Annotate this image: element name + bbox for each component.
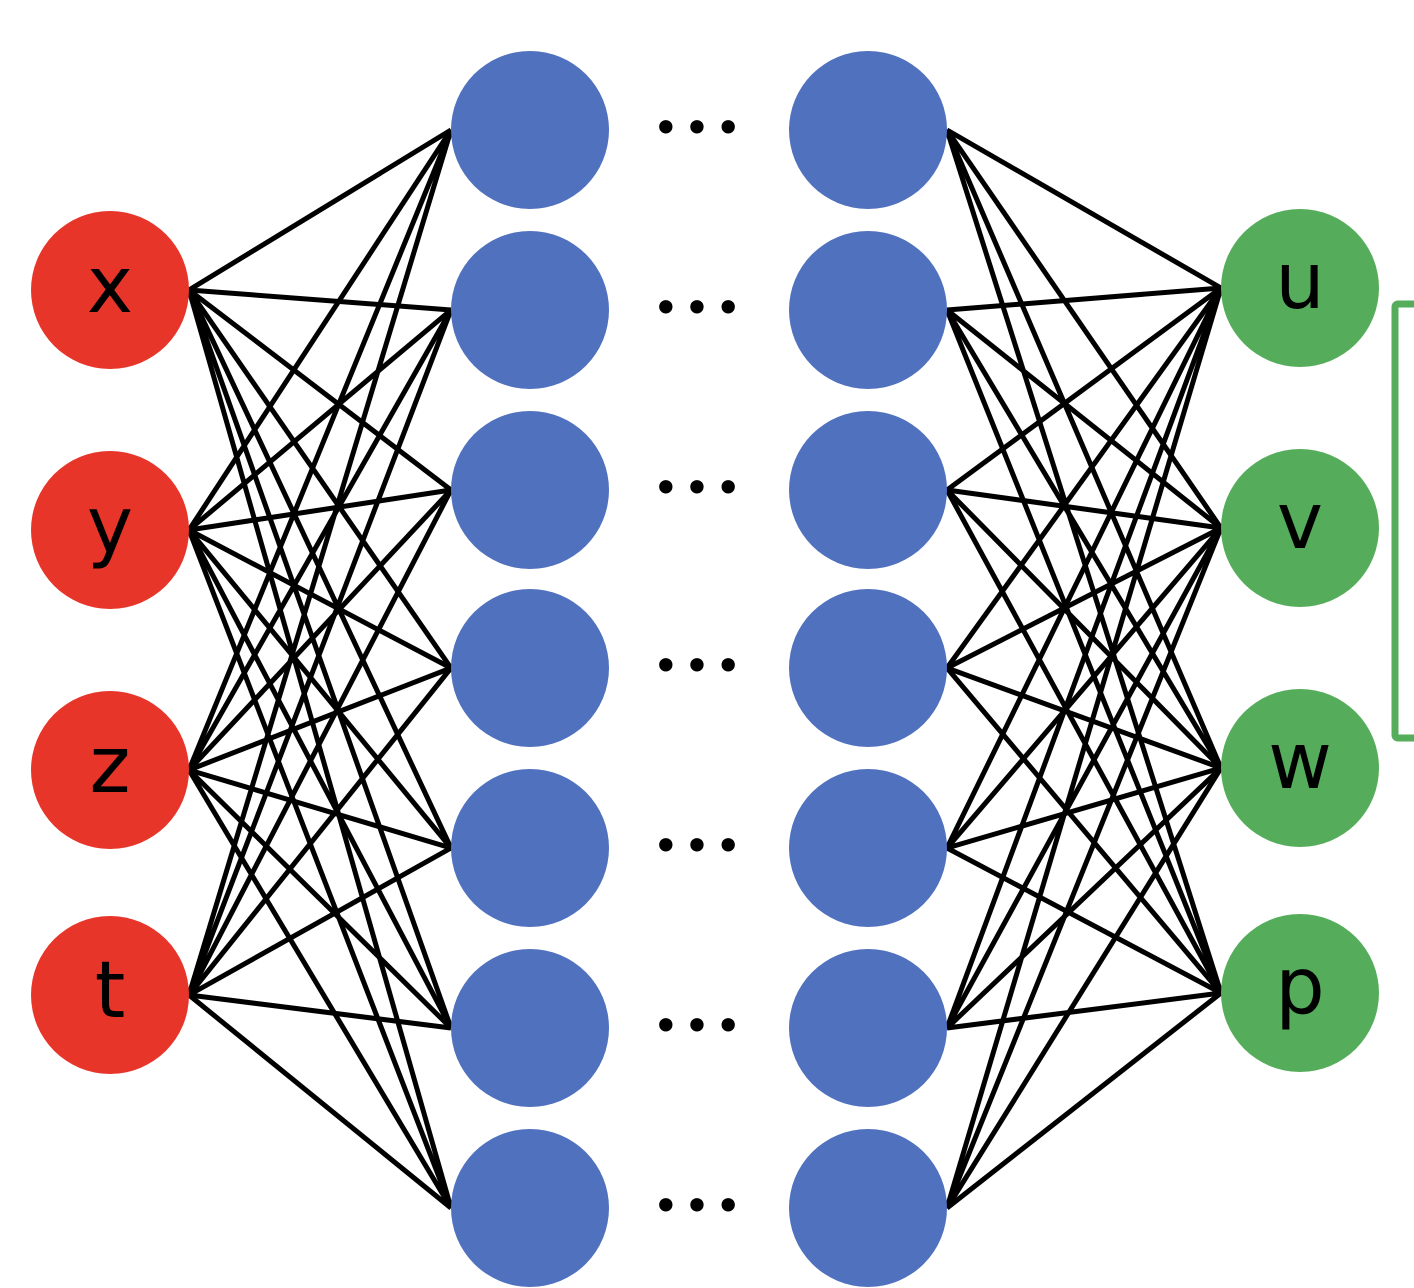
edge-input-1-hidden-5: [186, 528, 454, 1030]
output-node-label: p: [1275, 942, 1325, 1032]
edge-input-0-hidden-2: [187, 288, 453, 492]
edge-hidden-3-output-0: [944, 286, 1224, 670]
edge-input-1-hidden-6: [186, 529, 454, 1209]
edge-input-0-hidden-0: [187, 127, 453, 293]
edge-hidden-4-output-2: [946, 765, 1222, 851]
edge-hidden-2-output-0: [945, 285, 1223, 493]
hidden-node-layer2-6: [789, 1129, 947, 1287]
edge-input-2-hidden-5: [187, 768, 453, 1030]
input-node-label: z: [90, 721, 131, 811]
input-node-t: t: [31, 916, 189, 1074]
edge-hidden-5-output-1: [944, 526, 1224, 1030]
edge-input-1-hidden-3: [187, 527, 453, 671]
hidden-node-layer1-0: [451, 51, 609, 209]
edge-hidden-6-output-2: [944, 766, 1224, 1210]
input-node-label: x: [87, 241, 133, 331]
edge-input-0-hidden-3: [186, 288, 454, 670]
hidden-node-layer1-6: [451, 1129, 609, 1287]
edge-input-1-hidden-1: [187, 308, 453, 532]
edge-input-0-hidden-1: [188, 287, 452, 313]
edge-hidden-6-output-0: [944, 287, 1224, 1209]
edge-hidden-3-output-1: [945, 525, 1223, 671]
edge-hidden-6-output-3: [945, 991, 1223, 1210]
ellipsis: •••: [652, 281, 745, 335]
ellipsis: •••: [652, 999, 745, 1053]
hidden-node-layer1-2: [451, 411, 609, 569]
edge-hidden-4-output-0: [944, 286, 1224, 850]
edge-hidden-3-output-3: [945, 666, 1223, 995]
input-node-label: y: [87, 481, 133, 571]
edge-input-3-hidden-0: [186, 129, 454, 996]
output-node-w: w: [1221, 689, 1379, 847]
edge-input-1-hidden-2: [188, 487, 452, 533]
edge-hidden-6-output-1: [944, 527, 1224, 1209]
output-node-label: w: [1268, 717, 1332, 807]
edge-input-2-hidden-4: [188, 767, 452, 851]
ellipsis: •••: [652, 101, 745, 155]
edge-hidden-5-output-3: [946, 990, 1222, 1031]
output-node-label: v: [1277, 477, 1323, 567]
output-node-p: p: [1221, 914, 1379, 1072]
edge-hidden-0-output-2: [944, 129, 1224, 769]
ellipsis: •••: [652, 639, 745, 693]
edge-hidden-1-output-2: [944, 308, 1224, 770]
output-node-label: u: [1275, 237, 1324, 327]
ellipsis: •••: [652, 819, 745, 873]
edge-input-3-hidden-4: [187, 845, 453, 998]
hidden-node-layer1-5: [451, 949, 609, 1107]
output-node-v: v: [1221, 449, 1379, 607]
edge-input-3-hidden-5: [188, 992, 452, 1031]
edge-hidden-0-output-0: [945, 127, 1223, 291]
hidden-node-layer2-0: [789, 51, 947, 209]
hidden-node-layer1-1: [451, 231, 609, 389]
edge-input-2-hidden-3: [188, 665, 452, 773]
edge-input-2-hidden-0: [186, 129, 454, 771]
input-node-label: t: [95, 946, 126, 1036]
hidden-node-layer2-2: [789, 411, 947, 569]
edge-input-1-hidden-0: [186, 128, 454, 532]
edge-hidden-2-output-2: [945, 488, 1223, 770]
edge-input-3-hidden-6: [187, 993, 453, 1210]
hidden-node-layer1-4: [451, 769, 609, 927]
ellipsis: •••: [652, 461, 745, 515]
edge-hidden-4-output-3: [945, 845, 1223, 996]
hidden-node-layer2-1: [789, 231, 947, 389]
input-node-z: z: [31, 691, 189, 849]
input-node-x: x: [31, 211, 189, 369]
edge-input-3-hidden-2: [186, 488, 454, 997]
edge-hidden-4-output-1: [945, 526, 1223, 850]
ellipsis: •••: [652, 1179, 745, 1233]
edge-hidden-5-output-2: [945, 766, 1223, 1030]
edge-hidden-0-output-1: [944, 128, 1224, 530]
output-node-u: u: [1221, 209, 1379, 367]
edge-input-3-hidden-1: [186, 309, 454, 996]
edge-input-3-hidden-3: [187, 666, 453, 997]
input-node-y: y: [31, 451, 189, 609]
edge-input-2-hidden-1: [186, 308, 454, 772]
output-bracket: [1391, 300, 1414, 742]
edge-hidden-1-output-0: [946, 285, 1222, 313]
edge-input-0-hidden-6: [186, 289, 454, 1209]
edge-hidden-2-output-1: [946, 487, 1222, 531]
edge-hidden-5-output-0: [944, 287, 1224, 1029]
edge-hidden-3-output-2: [946, 665, 1222, 771]
edge-hidden-1-output-1: [945, 308, 1223, 530]
hidden-node-layer2-4: [789, 769, 947, 927]
hidden-node-layer2-5: [789, 949, 947, 1107]
edge-input-2-hidden-2: [187, 488, 453, 772]
edge-hidden-0-output-3: [944, 129, 1224, 994]
hidden-node-layer1-3: [451, 589, 609, 747]
edge-input-1-hidden-4: [187, 528, 453, 850]
hidden-node-layer2-3: [789, 589, 947, 747]
